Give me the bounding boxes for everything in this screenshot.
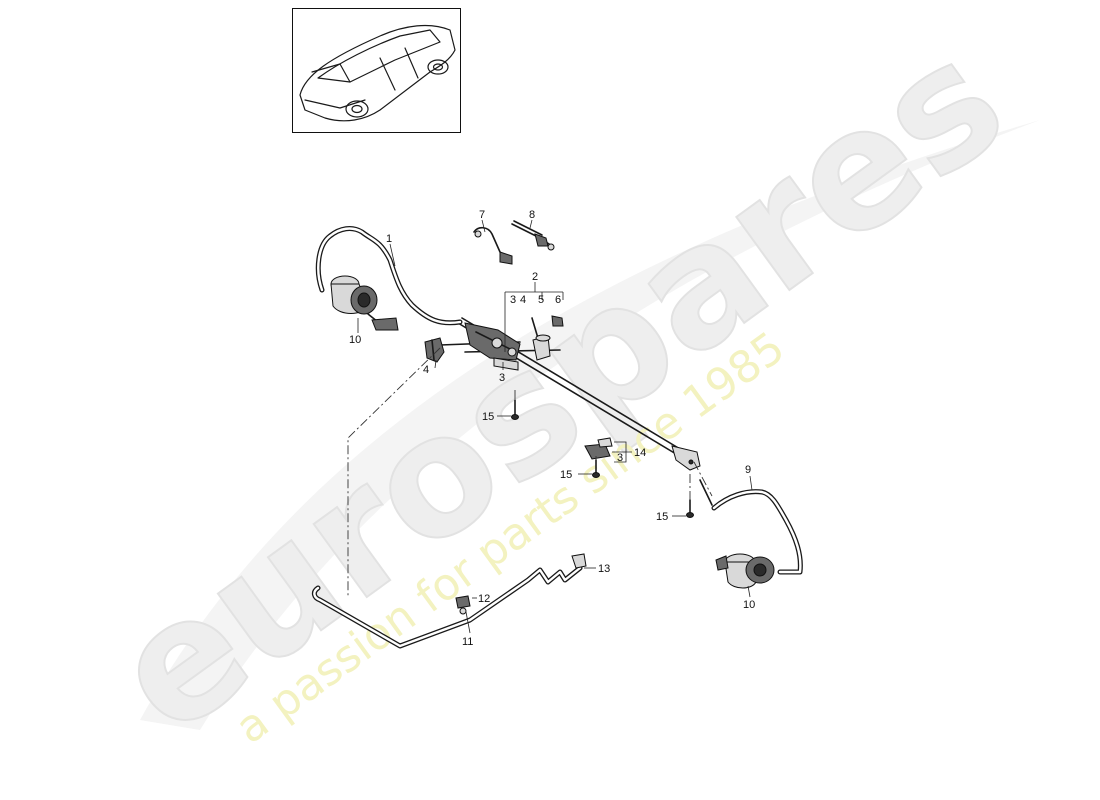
watermark-logo: eurospares: [80, 3, 1037, 772]
callout-14: 14: [634, 447, 646, 459]
callout-15-mid: 15: [560, 469, 572, 481]
callout-3-top: 3: [510, 294, 516, 306]
callout-15-upper: 15: [482, 411, 494, 423]
callout-1: 1: [386, 233, 392, 245]
callout-9: 9: [745, 464, 751, 476]
vacuum-unit-upper: [315, 226, 463, 331]
watermark: eurospares a passion for parts since 198…: [79, 2, 1040, 773]
callout-5: 5: [538, 294, 544, 306]
vacuum-pipe: [311, 553, 587, 649]
callout-2: 2: [532, 271, 538, 283]
actuator-rod-assembly: [424, 315, 701, 471]
sensor-and-strap: [473, 220, 555, 265]
callout-15-lower: 15: [656, 511, 668, 523]
callout-3-right: 3: [617, 452, 623, 464]
vehicle-thumbnail: [292, 8, 461, 133]
callout-4-top: 4: [520, 294, 526, 306]
leader-lines: [357, 219, 753, 634]
vacuum-unit-lower: [699, 479, 803, 589]
callout-10-upper: 10: [349, 334, 361, 346]
callout-4-left: 4: [423, 364, 429, 376]
callout-3-mid: 3: [499, 372, 505, 384]
car-illustration: [299, 24, 456, 122]
callout-8: 8: [529, 209, 535, 221]
bolts: [511, 399, 694, 518]
callouts: 1 2 3 4 5 6 3 4 7 8 9 10 10 11 12 13 14 …: [349, 209, 755, 648]
callout-6: 6: [555, 294, 561, 306]
callout-11: 11: [462, 636, 473, 648]
callout-12: 12: [478, 593, 490, 605]
callout-7: 7: [479, 209, 485, 221]
watermark-swoosh: [140, 120, 1040, 730]
callout-13: 13: [598, 563, 610, 575]
callout-10-lower: 10: [743, 599, 755, 611]
